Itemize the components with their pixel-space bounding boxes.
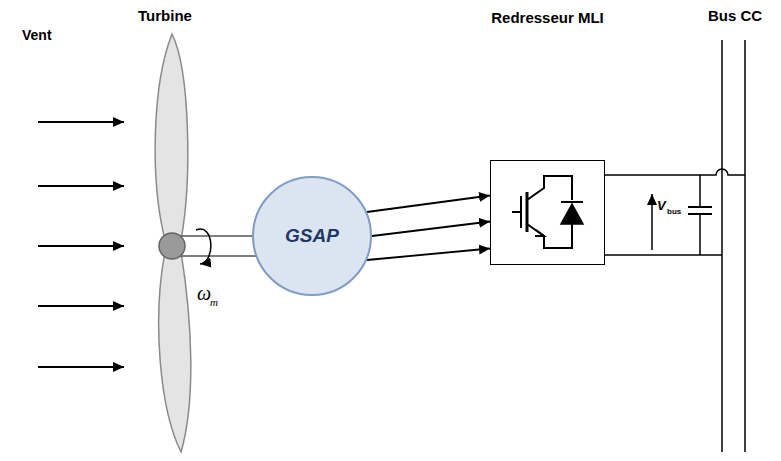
igbt-emitter-arrow [535,230,544,236]
igbt-channel [526,192,529,232]
diode-symbol [561,204,583,224]
generator-circle: GSAP [252,176,372,296]
dc-wire [605,169,745,175]
wire-connector [367,249,490,261]
rotation-arrow [196,229,211,264]
wind-arrow [38,245,124,247]
igbt-gate [512,196,521,228]
capacitor-symbol [688,207,712,214]
voltage-arrow [651,194,653,250]
wire-connector [372,222,490,237]
circle-shape [253,177,371,295]
wind-arrow [38,185,124,187]
wind-arrow [38,121,124,123]
turbine-blade [159,252,191,452]
dc-bus [722,40,745,452]
node-text: GSAP [285,225,339,247]
wind-arrows [38,122,124,367]
dc-wire [605,254,722,256]
converter-box: Redresseur MLI [490,160,605,265]
speed-symbol: ω [197,282,211,305]
speed-subscript: m [210,296,218,308]
voltage-symbol: V [657,198,666,213]
wire-connector [367,196,490,213]
turbine-label: Turbine [138,7,192,24]
wind-arrow [38,366,124,368]
wind-label: Vent [22,27,52,43]
component-heading: Redresseur MLI [491,9,604,26]
voltage-subscript: bus [667,207,681,216]
igbt-symbol [512,176,572,248]
turbine-hub [159,233,185,259]
igbt-collector [527,176,572,200]
bus-label: Bus CC [708,7,762,24]
igbt-emitter [527,224,572,248]
diode-bar [561,201,583,203]
turbine-blade [155,34,188,240]
wind-arrow [38,305,124,307]
